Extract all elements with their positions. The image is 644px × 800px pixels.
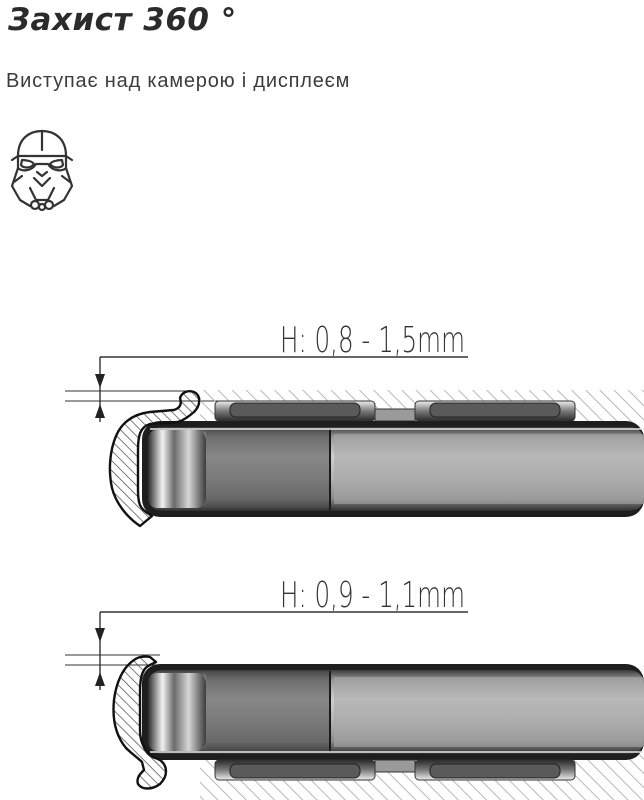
helmet-logo-icon: [10, 129, 74, 212]
diagram-camera-side: H: 0,8 - 1,5mm: [65, 320, 644, 528]
case-bumper-profile: [108, 390, 201, 528]
arrow-down-icon: [95, 374, 105, 388]
diagram-display-side: H: 0,9 - 1,1mm: [65, 575, 644, 800]
arrow-down-icon: [95, 628, 105, 642]
arrow-up-icon: [95, 672, 105, 686]
page-subtitle: Виступає над камерою і дисплеєм: [6, 70, 351, 92]
dimension-label-camera: H: 0,8 - 1,5mm: [280, 320, 465, 361]
case-bumper-profile: [112, 655, 168, 790]
dimension-label-display: H: 0,9 - 1,1mm: [280, 575, 465, 616]
arrow-up-icon: [95, 404, 105, 418]
cross-section-diagram: H: 0,8 - 1,5mm H: 0,9 - 1,1mm: [65, 320, 644, 800]
page-title: Захист 360 °: [8, 2, 237, 38]
